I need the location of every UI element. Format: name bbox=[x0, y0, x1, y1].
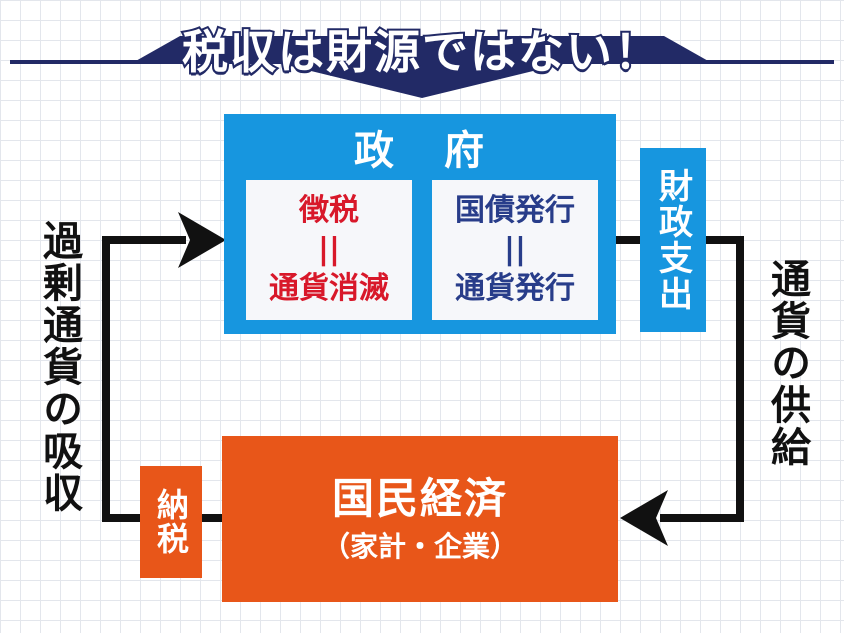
bond-issuance-box: 国債発行 || 通貨発行 bbox=[432, 180, 598, 320]
tax-payment-tag: 納税 bbox=[140, 466, 202, 578]
currency-issuance-label: 通貨発行 bbox=[455, 271, 575, 306]
equals-sign: || bbox=[504, 232, 526, 267]
government-label-part2: 府 bbox=[444, 128, 486, 174]
fiscal-spending-tag: 財政支出 bbox=[640, 148, 706, 332]
national-economy-box: 国民経済 （家計・企業） bbox=[222, 436, 618, 602]
absorption-arrowhead bbox=[178, 212, 226, 268]
tax-collection-label: 徴税 bbox=[299, 193, 359, 228]
tax-collection-box: 徴税 || 通貨消滅 bbox=[246, 180, 412, 320]
currency-destruction-label: 通貨消滅 bbox=[269, 271, 389, 306]
government-label: 政府 bbox=[224, 118, 616, 176]
supply-flow-label: 通貨の供給 bbox=[764, 258, 810, 468]
supply-arrowhead bbox=[620, 490, 668, 546]
bond-issuance-label: 国債発行 bbox=[455, 193, 575, 228]
national-economy-label: 国民経済 bbox=[331, 474, 508, 523]
national-economy-sublabel: （家計・企業） bbox=[321, 530, 518, 563]
page-title: 税収は財源ではない！ bbox=[180, 23, 662, 81]
equals-sign: || bbox=[318, 232, 340, 267]
government-label-part1: 政 bbox=[354, 128, 396, 174]
absorption-flow-label: 過剰通貨の吸収 bbox=[36, 220, 82, 514]
title-banner bbox=[10, 36, 834, 98]
